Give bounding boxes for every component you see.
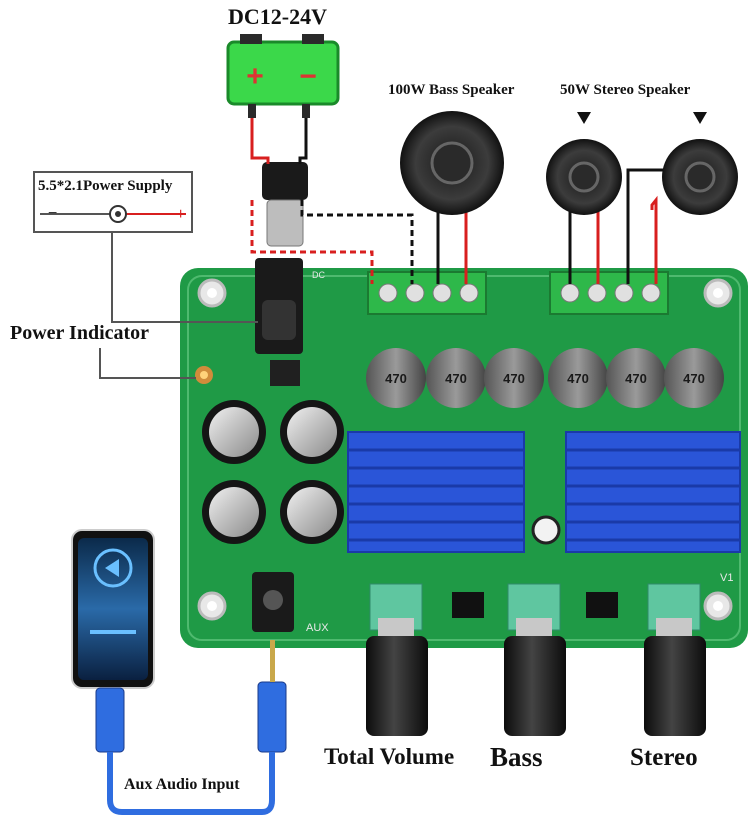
barrel-jack-label: 5.5*2.1Power Supply — [38, 178, 173, 194]
stereo-terminal-block — [549, 271, 669, 315]
phone — [71, 529, 155, 689]
knob-total-volume — [366, 618, 428, 736]
dc-plug — [262, 162, 308, 247]
bass-terminal-block — [367, 271, 487, 315]
speaker-icon — [400, 111, 504, 215]
speaker-icon — [662, 139, 738, 215]
knob-stereo — [644, 618, 706, 736]
stereo-label: Stereo — [630, 744, 698, 771]
inductor-label: 470 — [445, 371, 467, 386]
barrel-plus: + — [176, 206, 185, 223]
inductors — [366, 348, 724, 408]
barrel-minus: − — [48, 205, 57, 222]
inductor-label: 470 — [683, 371, 705, 386]
heatsink-left — [347, 431, 525, 553]
board-dc-label: DC — [312, 270, 325, 280]
knob-bass — [504, 618, 566, 736]
stereo-speaker-label: 50W Stereo Speaker — [560, 82, 691, 98]
heatsink-right — [565, 431, 741, 553]
power-indicator-label: Power Indicator — [10, 322, 150, 344]
play-icon — [105, 559, 119, 577]
inductor-label: 470 — [385, 371, 407, 386]
board-v1-label: V1 — [720, 572, 734, 584]
inductor-label: 470 — [567, 371, 589, 386]
mounting-holes — [197, 278, 733, 621]
inductor-label: 470 — [503, 371, 525, 386]
power-voltage-label: DC12-24V — [228, 4, 327, 29]
capacitors — [202, 400, 344, 544]
arrow-down-icon — [693, 112, 707, 124]
battery-plus: + — [246, 60, 264, 93]
battery-minus: − — [299, 60, 317, 93]
bass-speaker-label: 100W Bass Speaker — [388, 82, 515, 98]
aux-input-label: Aux Audio Input — [124, 776, 240, 793]
board-aux-label: AUX — [306, 622, 329, 634]
aux-cable — [95, 640, 287, 815]
barrel-jack-icon — [33, 171, 193, 233]
total-volume-label: Total Volume — [324, 744, 455, 769]
led-icon — [195, 366, 213, 384]
arrow-down-icon — [577, 112, 591, 124]
inductor-label: 470 — [625, 371, 647, 386]
battery — [226, 40, 340, 106]
speaker-icon — [546, 139, 622, 215]
bass-label: Bass — [490, 742, 543, 772]
